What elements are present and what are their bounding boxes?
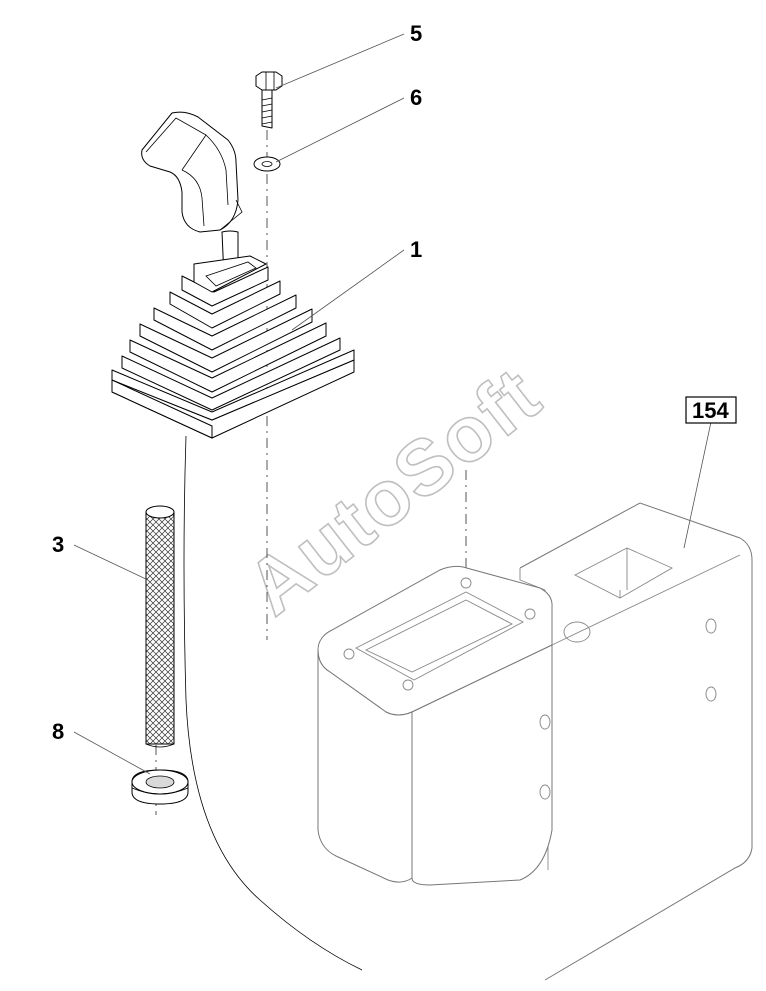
boot-top-opening — [205, 261, 257, 287]
housing-front-right-face — [411, 644, 553, 886]
boot-fold-6 — [169, 280, 281, 329]
housing-mount-hole-1 — [343, 648, 355, 660]
boot-fold-3 — [129, 322, 327, 393]
housing-round-hole — [563, 621, 591, 643]
housing-side-hole-2 — [539, 784, 551, 800]
joystick-lever-1 — [111, 111, 355, 439]
leader-154 — [683, 421, 712, 549]
housing-side-hole-3 — [705, 618, 717, 634]
sleeve-bottom-end — [145, 743, 175, 748]
label-154: 154 — [692, 398, 729, 423]
leader-3 — [73, 544, 149, 581]
housing-side-hole-1 — [539, 714, 551, 730]
lever-grip-front-edge — [181, 169, 205, 227]
label-5: 5 — [410, 21, 422, 46]
lever-grip-outline — [141, 111, 239, 233]
grommet-hole — [145, 775, 175, 789]
label-6: 6 — [410, 85, 422, 110]
housing-mount-hole-4 — [402, 679, 414, 691]
braided-sleeve-3 — [145, 505, 175, 748]
housing-well-inner — [364, 599, 514, 673]
lever-grip-top-face — [145, 117, 207, 171]
sleeve-body — [145, 511, 175, 745]
leader-1 — [291, 249, 405, 331]
label-154-box — [685, 396, 737, 424]
boot-fold-7 — [181, 266, 269, 307]
bolt-thread — [261, 97, 273, 125]
boot-top-collar — [193, 255, 267, 293]
boot-base-left-face — [111, 379, 213, 439]
bolt-head — [255, 71, 283, 91]
housing-mount-hole-2 — [460, 577, 472, 589]
lever-grip-side-edge — [205, 134, 229, 206]
label-3: 3 — [52, 532, 64, 557]
lever-grip-flange — [219, 199, 243, 231]
boot-fold-2 — [121, 337, 341, 411]
housing-block-154 — [317, 502, 753, 981]
control-cable — [183, 435, 363, 971]
grommet-8 — [131, 769, 189, 805]
housing-top-opening-depth — [619, 548, 628, 598]
washer-outer — [253, 156, 281, 172]
grommet-groove — [131, 787, 189, 795]
label-1: 1 — [410, 237, 422, 262]
leader-8 — [73, 731, 151, 775]
housing-rear-outline — [519, 502, 753, 981]
housing-well-outer — [355, 591, 524, 681]
washer-6 — [253, 156, 281, 172]
housing-top-edge — [551, 554, 741, 646]
leader-6 — [275, 97, 405, 163]
boot-fold-5 — [153, 294, 297, 351]
housing-mount-hole-3 — [524, 608, 536, 620]
sleeve-top-end — [145, 505, 175, 519]
leader-5 — [275, 33, 405, 89]
boot-fold-4 — [139, 308, 313, 373]
label-8: 8 — [52, 719, 64, 744]
washer-hole — [261, 161, 273, 167]
housing-top-opening — [574, 547, 673, 599]
housing-side-hole-4 — [705, 686, 717, 702]
bolt-5 — [255, 71, 283, 129]
